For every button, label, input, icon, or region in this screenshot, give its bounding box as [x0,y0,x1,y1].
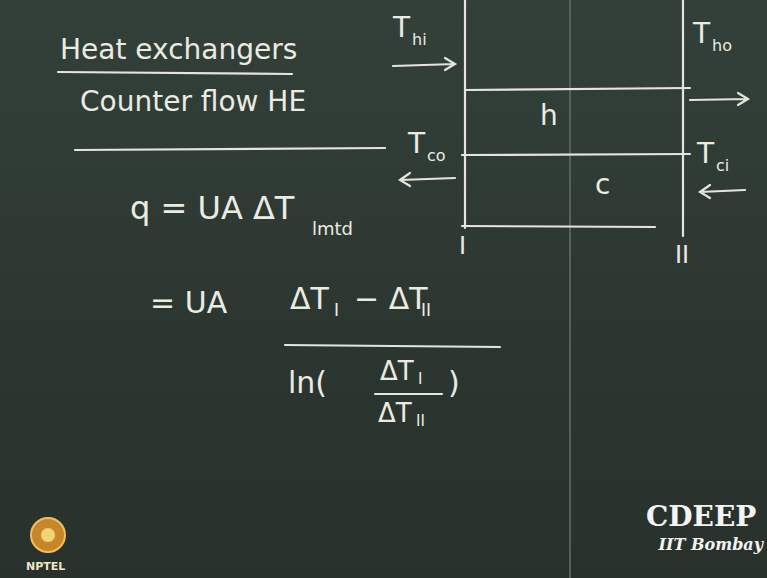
board-seam [569,0,571,578]
hot-channel: h [466,92,682,153]
title-underline [58,72,292,74]
fraction-bar [285,345,500,347]
tube-wall [465,88,690,90]
temperature-symbol: T [697,140,714,168]
nptel-logo [31,518,65,552]
section-number: I [459,234,466,258]
subtitle-underline [75,148,385,150]
equation-subscript: II [416,414,425,429]
equation-term: q = UA ΔT [130,192,294,224]
section-line [464,0,466,228]
equation-term: ΔT [378,400,412,426]
equation-term: ) [448,368,460,398]
equation-subscript: I [334,302,339,319]
equation-term: ΔT [380,358,414,384]
flow-arrow [393,58,455,70]
equation-term: = UA [150,288,227,318]
board-title: Heat exchangers [60,36,297,64]
equation-term: ΔT [290,284,329,314]
watermark: IIT Bombay [659,537,763,553]
watermark: CDEEP [646,503,756,531]
temperature-symbol: T [693,20,710,48]
temperature-subscript: ho [712,38,732,54]
section-line [682,0,684,236]
temperature-symbol: T [393,14,410,42]
fraction-bar [375,393,442,395]
logo-text: NPTEL [26,561,65,572]
temperature-symbol: T [408,130,425,158]
temperature-subscript: hi [412,32,427,48]
equation-subscript: I [418,372,422,387]
cold-channel: c [466,157,682,224]
equation-subscript: lmtd [312,220,353,238]
temperature-subscript: co [427,148,446,164]
tube-wall [462,226,655,227]
flow-arrow [690,93,748,105]
channel-label: h [540,102,558,130]
tube-wall [462,154,690,155]
subtitle: Counter flow HE [80,88,306,116]
section-number: II [675,243,689,267]
flow-arrow [700,185,745,198]
equation-subscript: II [421,302,431,319]
equation-term: ln( [288,368,327,398]
flow-arrow [400,173,455,186]
equation-term: − ΔT [354,284,428,314]
channel-label: c [595,171,610,199]
temperature-subscript: ci [716,158,729,174]
